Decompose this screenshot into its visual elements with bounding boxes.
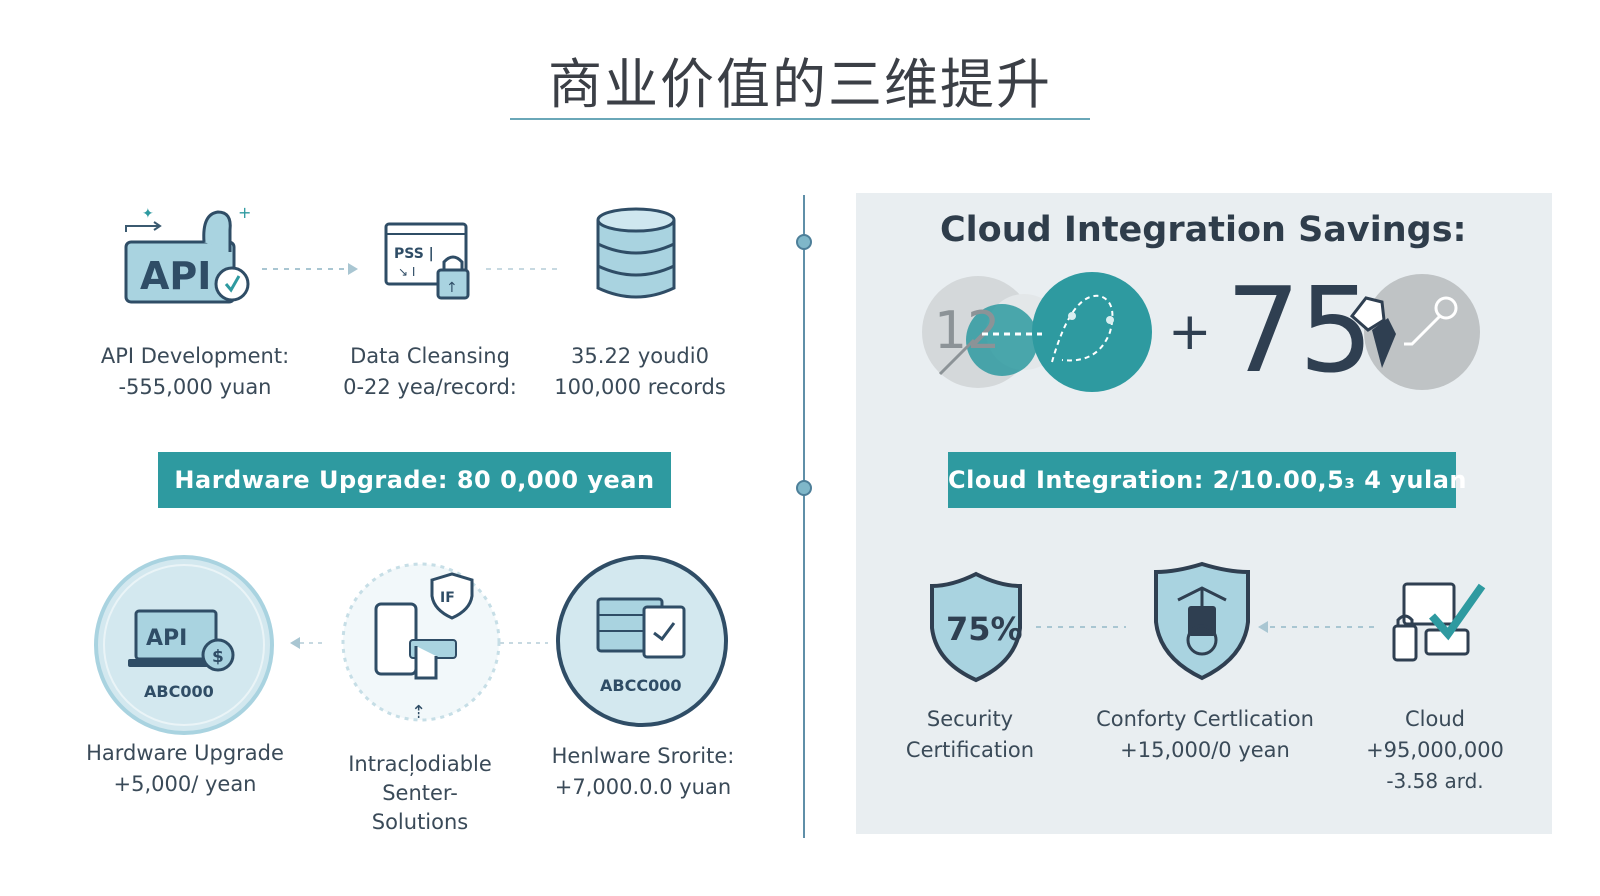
flow-line-bottom bbox=[500, 642, 548, 644]
svg-text:↑: ↑ bbox=[446, 280, 458, 296]
svg-text:$: $ bbox=[212, 647, 224, 667]
svg-text:IF: IF bbox=[440, 590, 455, 606]
flow-arrow-right-2 bbox=[1258, 621, 1376, 633]
data-cleansing-icon: PSS | ↘ I ↑ bbox=[384, 222, 470, 300]
svg-text:+: + bbox=[238, 203, 251, 222]
interactive-solutions-caption: Intracļodiable Senter- Solutions bbox=[348, 752, 492, 834]
conformity-certification-caption: Conforty Certlication +15,000/0 yean bbox=[1096, 707, 1314, 762]
data-cleansing-caption: Data Cleansing 0-22 yea/record: bbox=[343, 344, 517, 399]
svg-text:↘ I: ↘ I bbox=[398, 265, 415, 279]
hardware-storage-circle-icon: ABCC000 bbox=[556, 555, 728, 727]
records-caption: 35.22 youdi0 100,000 records bbox=[554, 344, 726, 399]
svg-text:ABC000: ABC000 bbox=[144, 682, 214, 701]
svg-text:PSS |: PSS | bbox=[394, 246, 434, 262]
svg-text:✦: ✦ bbox=[142, 206, 154, 222]
timeline-node-1 bbox=[796, 234, 812, 250]
hardware-upgrade-circle-icon: API $ ABC000 bbox=[94, 555, 274, 735]
integration-circles-icon: 12 bbox=[922, 272, 1152, 392]
svg-text:API: API bbox=[146, 626, 187, 651]
shield-wrench-icon bbox=[1154, 561, 1250, 681]
security-certification-caption: Security Certification bbox=[905, 707, 1035, 762]
hardware-storage-caption: Henlware Srorite: +7,000.0.0 yuan bbox=[551, 744, 735, 799]
hardware-upgrade-banner: Hardware Upgrade: 80 0,000 yean bbox=[158, 452, 671, 508]
flow-line-2 bbox=[486, 268, 562, 270]
api-development-icon: ✦ + API bbox=[124, 203, 251, 304]
title-underline bbox=[510, 118, 1090, 120]
svg-text:API: API bbox=[140, 254, 211, 298]
svg-text:⇡: ⇡ bbox=[411, 702, 426, 723]
shield-percent-icon: 75% bbox=[930, 571, 1023, 683]
timeline-divider bbox=[803, 195, 805, 838]
cloud-savings-caption: Cloud +95,000,000 -3.58 ard. bbox=[1366, 707, 1504, 793]
savings-big-number: +75 bbox=[1168, 261, 1374, 399]
cloud-integration-banner: Cloud Integration: 2/10.00,5₃ 4 yulan bbox=[948, 452, 1467, 508]
svg-text:12: 12 bbox=[934, 301, 1000, 361]
hardware-upgrade-caption: Hardware Upgrade +5,000/ yean bbox=[86, 741, 284, 796]
svg-text:75%: 75% bbox=[946, 610, 1023, 648]
api-development-caption: API Development: -555,000 yuan bbox=[100, 344, 290, 399]
timeline-node-2 bbox=[796, 480, 812, 496]
cloud-savings-title: Cloud Integration Savings: bbox=[940, 210, 1467, 250]
database-icon bbox=[596, 207, 676, 299]
flow-arrow-1 bbox=[262, 263, 358, 275]
svg-text:ABCC000: ABCC000 bbox=[600, 676, 681, 695]
cloud-check-icon bbox=[1392, 582, 1486, 662]
interactive-solutions-icon: IF ⇡ bbox=[341, 562, 501, 723]
tools-circle-icon bbox=[1349, 274, 1480, 390]
flow-line-right-1 bbox=[1036, 626, 1126, 628]
flow-arrow-left bbox=[290, 637, 324, 649]
page-title: 商业价值的三维提升 bbox=[548, 53, 1052, 116]
